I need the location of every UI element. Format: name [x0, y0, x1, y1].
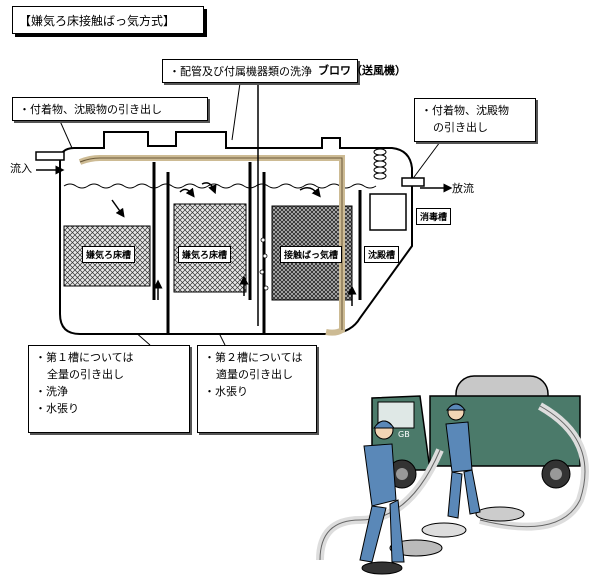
callout-outlet-line1: ・付着物、沈殿物	[421, 104, 509, 117]
worker-1	[359, 420, 405, 563]
callout-tank2: ・第２槽については 適量の引き出し ・水張り	[197, 345, 317, 433]
bubbles	[259, 237, 269, 291]
callout-pipe-wash-text: ・配管及び付属機器類の洗浄	[169, 65, 312, 78]
blower-label: ブロワ（送風機）	[318, 64, 406, 77]
callout-tank1-line2: 全量の引き出し	[47, 368, 124, 381]
flow-arrows	[111, 182, 357, 306]
worker-2	[445, 403, 481, 519]
callout-tank2-line3: ・水張り	[204, 385, 248, 398]
manhole-3	[475, 506, 525, 522]
tank1-label: 嫌気ろ床槽	[82, 246, 136, 263]
callout-inlet-sludge: ・付着物、沈殿物の引き出し	[12, 97, 208, 121]
callout-tank1-line1: ・第１槽については	[35, 351, 134, 364]
aeration-tank-label: 接触ばっ気槽	[280, 246, 343, 263]
inlet-pipe	[35, 151, 65, 161]
tank-partitions	[152, 162, 362, 334]
outlet-pipe	[401, 177, 425, 187]
discharge-label: 放流	[452, 182, 474, 195]
callout-tank1-line3: ・洗浄	[35, 385, 68, 398]
callout-inlet-sludge-text: ・付着物、沈殿物の引き出し	[19, 103, 162, 116]
manhole-2	[421, 522, 467, 538]
manhole-open	[361, 561, 403, 575]
inflow-label: 流入	[10, 162, 32, 175]
callout-tank2-line2: 適量の引き出し	[216, 368, 293, 381]
callout-outlet-sludge: ・付着物、沈殿物 の引き出し	[414, 98, 536, 142]
water-surface	[63, 183, 377, 189]
vacuum-truck-illustration	[316, 375, 589, 575]
callout-tank1: ・第１槽については 全量の引き出し ・洗浄 ・水張り	[28, 345, 190, 433]
diagram-title: 【嫌気ろ床接触ばっ気方式】	[12, 6, 204, 34]
callout-tank1-line4: ・水張り	[35, 402, 79, 415]
tank2-label: 嫌気ろ床槽	[178, 246, 232, 263]
callout-outlet-line2: の引き出し	[433, 121, 488, 134]
callout-tank2-line1: ・第２槽については	[204, 351, 303, 364]
callout-pipe-wash: ・配管及び付属機器類の洗浄	[162, 59, 358, 83]
coil-icon	[373, 148, 387, 180]
sedimentation-tank-label: 沈殿槽	[364, 246, 400, 263]
disinfection-chamber	[369, 193, 407, 231]
truck-door-text: GB	[398, 430, 410, 439]
disinfection-tank-label: 消毒槽	[416, 208, 452, 225]
